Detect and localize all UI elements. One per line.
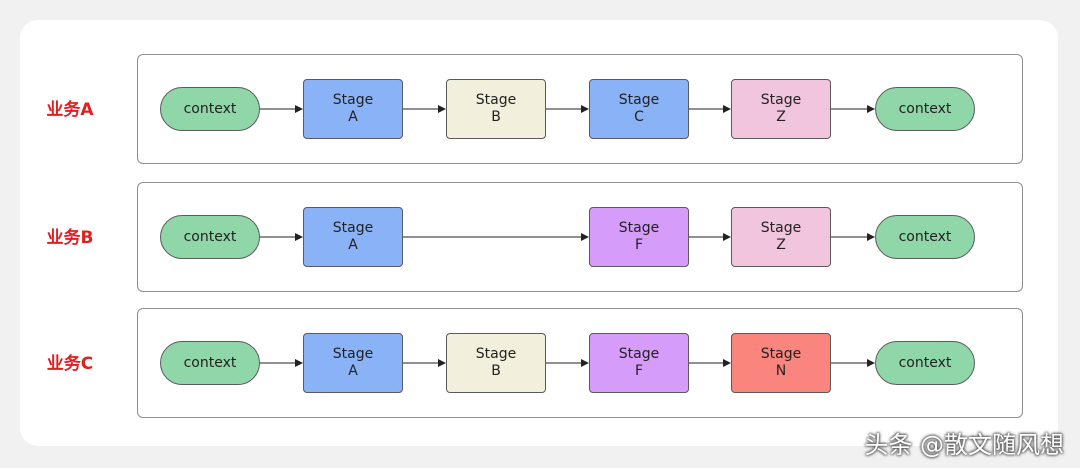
stage-title: Stage: [332, 92, 374, 108]
lane-label-b: 业务B: [46, 228, 94, 248]
stage-id: B: [491, 109, 501, 125]
context-node: context: [160, 341, 260, 385]
stage-title: Stage: [760, 220, 802, 236]
context-node: context: [875, 87, 975, 131]
lane-label-a: 业务A: [46, 100, 94, 120]
stage-id: N: [775, 363, 787, 379]
stage-id: A: [348, 109, 358, 125]
context-node: context: [875, 341, 975, 385]
watermark: 头条 @散文随风想: [864, 431, 1064, 459]
stage-id: F: [634, 237, 644, 253]
stage-id: A: [348, 363, 358, 379]
context-node: context: [875, 215, 975, 259]
stage-title: Stage: [618, 220, 660, 236]
lane-label-c: 业务C: [46, 354, 94, 374]
stage-title: Stage: [332, 346, 374, 362]
context-node: context: [160, 215, 260, 259]
stage-title: Stage: [475, 346, 517, 362]
stage-id: Z: [776, 109, 786, 125]
stage-id: Z: [776, 237, 786, 253]
stage-title: Stage: [475, 92, 517, 108]
stage-title: Stage: [618, 92, 660, 108]
stage-title: Stage: [618, 346, 660, 362]
stage-id: B: [491, 363, 501, 379]
stage-id: C: [634, 109, 644, 125]
stage-id: F: [634, 363, 644, 379]
stage-title: Stage: [332, 220, 374, 236]
stage-title: Stage: [760, 92, 802, 108]
stage-title: Stage: [760, 346, 802, 362]
context-node: context: [160, 87, 260, 131]
stage-id: A: [348, 237, 358, 253]
